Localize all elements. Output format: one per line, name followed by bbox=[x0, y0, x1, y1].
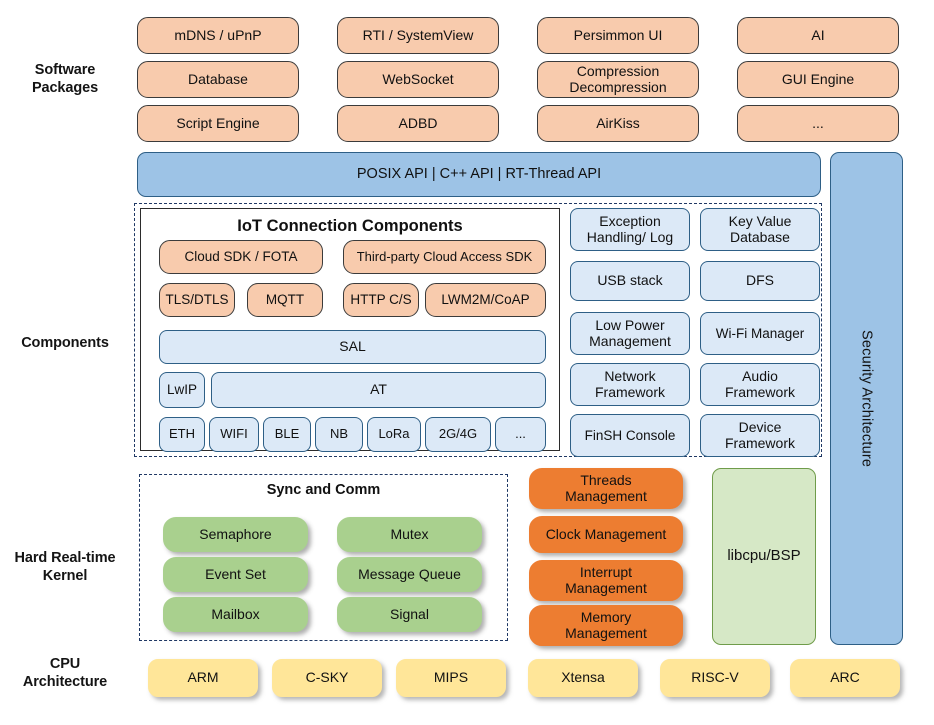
iot-link-more[interactable]: ... bbox=[495, 417, 546, 452]
iot-link-eth[interactable]: ETH bbox=[159, 417, 205, 452]
kernel-interrupt-line1: Interrupt bbox=[579, 563, 633, 580]
kernel-memory-line1: Memory bbox=[580, 608, 632, 625]
iot-link-2g-4g[interactable]: 2G/4G bbox=[425, 417, 491, 452]
api-bar[interactable]: POSIX API | C++ API | RT-Thread API bbox=[137, 152, 821, 197]
iot-link-ble[interactable]: BLE bbox=[263, 417, 311, 452]
row-label-cpu-architecture-line2: Architecture bbox=[22, 673, 108, 690]
component-device-framework[interactable]: Device Framework bbox=[700, 414, 820, 457]
package-compression-decompression[interactable]: Compression Decompression bbox=[537, 61, 699, 98]
cpu-arch-risc-v[interactable]: RISC-V bbox=[660, 659, 770, 697]
sync-and-comm-group-frame: Sync and Comm bbox=[139, 474, 508, 641]
iot-link-wifi[interactable]: WIFI bbox=[209, 417, 259, 452]
package-compression-line1: Compression bbox=[576, 62, 660, 79]
kernel-mutex[interactable]: Mutex bbox=[337, 517, 482, 552]
package-rti-systemview[interactable]: RTI / SystemView bbox=[337, 17, 499, 54]
package-mdns-upnp[interactable]: mDNS / uPnP bbox=[137, 17, 299, 54]
package-adbd[interactable]: ADBD bbox=[337, 105, 499, 142]
iot-link-lora[interactable]: LoRa bbox=[367, 417, 421, 452]
kernel-threads-line2: Management bbox=[565, 487, 647, 504]
kernel-threads-management[interactable]: Threads Management bbox=[529, 468, 683, 509]
row-label-kernel-line1: Hard Real-time bbox=[14, 550, 116, 566]
security-architecture-column[interactable]: Security Architecture bbox=[830, 152, 903, 645]
cpu-arch-xtensa[interactable]: Xtensa bbox=[528, 659, 638, 697]
iot-protocol-tls-dtls[interactable]: TLS/DTLS bbox=[159, 283, 235, 317]
iot-protocol-http-cs[interactable]: HTTP C/S bbox=[343, 283, 419, 317]
cpu-arch-arm[interactable]: ARM bbox=[148, 659, 258, 697]
iot-protocol-lwm2m-coap[interactable]: LWM2M/CoAP bbox=[425, 283, 546, 317]
component-usb-stack[interactable]: USB stack bbox=[570, 261, 690, 301]
cpu-arch-c-sky[interactable]: C-SKY bbox=[272, 659, 382, 697]
package-gui-engine[interactable]: GUI Engine bbox=[737, 61, 899, 98]
row-label-software-packages: Software Packages bbox=[0, 62, 130, 97]
component-keyvalue-line1: Key Value bbox=[728, 212, 792, 229]
component-dfs[interactable]: DFS bbox=[700, 261, 820, 301]
component-network-line2: Framework bbox=[594, 383, 665, 400]
row-label-kernel-line2: Kernel bbox=[42, 567, 88, 584]
kernel-clock-management[interactable]: Clock Management bbox=[529, 516, 683, 553]
iot-protocol-mqtt[interactable]: MQTT bbox=[247, 283, 323, 317]
component-low-power-management[interactable]: Low Power Management bbox=[570, 312, 690, 355]
kernel-memory-management[interactable]: Memory Management bbox=[529, 605, 683, 646]
component-exception-handling-log[interactable]: Exception Handling/ Log bbox=[570, 208, 690, 251]
iot-sal[interactable]: SAL bbox=[159, 330, 546, 364]
kernel-event-set[interactable]: Event Set bbox=[163, 557, 308, 592]
iot-link-nb[interactable]: NB bbox=[315, 417, 363, 452]
row-label-components: Components bbox=[0, 335, 130, 353]
component-lowpower-line1: Low Power bbox=[595, 316, 665, 333]
component-exception-line1: Exception bbox=[599, 212, 661, 229]
kernel-signal[interactable]: Signal bbox=[337, 597, 482, 632]
kernel-semaphore[interactable]: Semaphore bbox=[163, 517, 308, 552]
iot-at[interactable]: AT bbox=[211, 372, 546, 408]
row-label-cpu-architecture-line1: CPU bbox=[49, 656, 81, 672]
iot-third-party-cloud-access-sdk[interactable]: Third-party Cloud Access SDK bbox=[343, 240, 546, 274]
kernel-interrupt-line2: Management bbox=[565, 579, 647, 596]
kernel-memory-line2: Management bbox=[565, 624, 647, 641]
kernel-message-queue[interactable]: Message Queue bbox=[337, 557, 482, 592]
package-script-engine[interactable]: Script Engine bbox=[137, 105, 299, 142]
component-lowpower-line2: Management bbox=[589, 332, 671, 349]
kernel-mailbox[interactable]: Mailbox bbox=[163, 597, 308, 632]
component-network-framework[interactable]: Network Framework bbox=[570, 363, 690, 406]
component-device-line2: Framework bbox=[724, 434, 795, 451]
cpu-arch-mips[interactable]: MIPS bbox=[396, 659, 506, 697]
component-device-line1: Device bbox=[738, 418, 782, 435]
row-label-components-line1: Components bbox=[21, 335, 109, 351]
row-label-kernel: Hard Real-time Kernel bbox=[0, 550, 130, 585]
kernel-interrupt-management[interactable]: Interrupt Management bbox=[529, 560, 683, 601]
iot-connection-components-title: IoT Connection Components bbox=[237, 217, 463, 235]
package-ai[interactable]: AI bbox=[737, 17, 899, 54]
component-network-line1: Network bbox=[604, 367, 656, 384]
component-key-value-database[interactable]: Key Value Database bbox=[700, 208, 820, 251]
package-more[interactable]: ... bbox=[737, 105, 899, 142]
row-label-software-packages-line1: Software bbox=[34, 62, 96, 78]
component-audio-line2: Framework bbox=[724, 383, 795, 400]
kernel-threads-line1: Threads bbox=[580, 471, 632, 488]
package-compression-line2: Decompression bbox=[569, 78, 667, 95]
package-airkiss[interactable]: AirKiss bbox=[537, 105, 699, 142]
iot-lwip[interactable]: LwIP bbox=[159, 372, 205, 408]
component-audio-framework[interactable]: Audio Framework bbox=[700, 363, 820, 406]
component-finsh-console[interactable]: FinSH Console bbox=[570, 414, 690, 457]
component-audio-line1: Audio bbox=[742, 367, 778, 384]
sync-and-comm-title: Sync and Comm bbox=[266, 482, 381, 498]
package-persimmon-ui[interactable]: Persimmon UI bbox=[537, 17, 699, 54]
component-exception-line2: Handling/ Log bbox=[586, 228, 674, 245]
package-websocket[interactable]: WebSocket bbox=[337, 61, 499, 98]
row-label-software-packages-line2: Packages bbox=[31, 79, 99, 96]
iot-cloud-sdk-fota[interactable]: Cloud SDK / FOTA bbox=[159, 240, 323, 274]
package-database[interactable]: Database bbox=[137, 61, 299, 98]
components-group-frame bbox=[134, 203, 822, 457]
component-wifi-manager[interactable]: Wi-Fi Manager bbox=[700, 312, 820, 355]
row-label-cpu-architecture: CPU Architecture bbox=[0, 656, 130, 691]
component-keyvalue-line2: Database bbox=[730, 228, 790, 245]
cpu-arch-arc[interactable]: ARC bbox=[790, 659, 900, 697]
libcpu-bsp[interactable]: libcpu/BSP bbox=[712, 468, 816, 645]
